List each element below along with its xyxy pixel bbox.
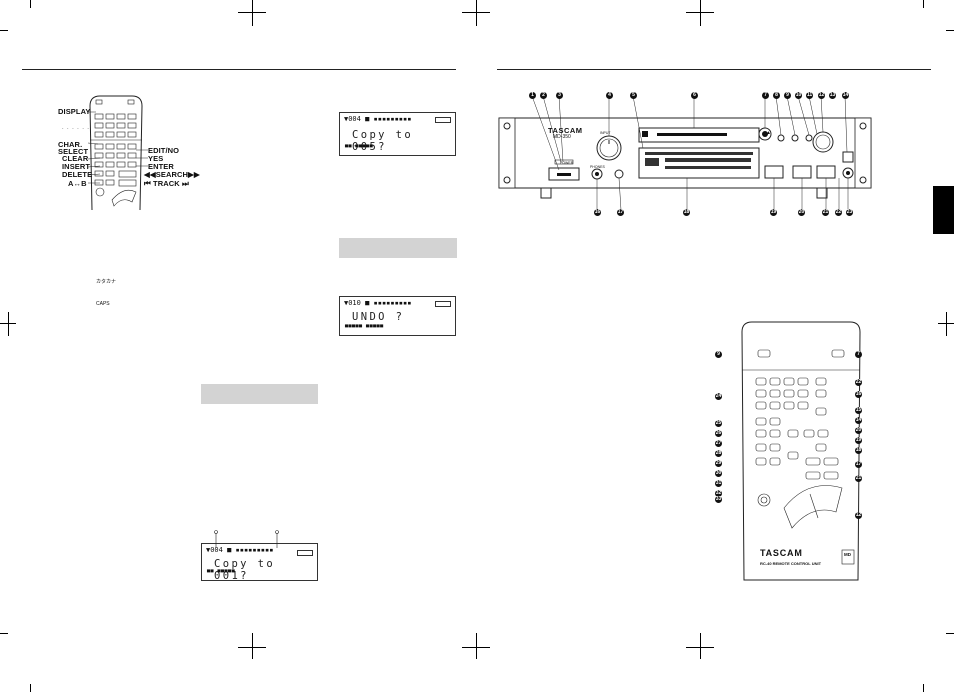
- katakana-mode-label: カタカナ: [96, 279, 117, 285]
- remote-callout-left: 25: [715, 420, 722, 427]
- remote-callout-right: 14: [855, 417, 862, 424]
- panel-brand: TASCAM: [548, 126, 583, 135]
- remote-callout-left: 26: [715, 430, 722, 437]
- label-dotted-row: · · · · · ·: [62, 126, 90, 132]
- panel-power-label: POWER: [560, 161, 574, 165]
- panel-phones-label: PHONES: [590, 165, 605, 169]
- lcd-pointer-lines: [214, 530, 279, 548]
- callout-18: 18: [683, 209, 690, 216]
- callout-19: 19: [770, 209, 777, 216]
- remote-callout-left: 29: [715, 460, 722, 467]
- label-enter: ENTER: [148, 162, 174, 171]
- label-insert: INSERT: [62, 162, 91, 171]
- callout-4: 4: [606, 92, 613, 99]
- right-page-header-rule: [497, 69, 931, 70]
- label-char-select: CHAR. SELECT: [58, 140, 89, 156]
- remote-callout-right: 20: [855, 427, 862, 434]
- remote-md-logo: MD: [844, 552, 851, 557]
- lcd-copy-text: Copy to 005?: [352, 129, 414, 153]
- remote-callout-right: 19: [855, 437, 862, 444]
- callout-16: 16: [594, 209, 601, 216]
- callout-12: 12: [818, 92, 825, 99]
- remote-callout-left: 27: [715, 440, 722, 447]
- section-heading-band: [201, 384, 318, 404]
- remote-callout-right: 15: [855, 407, 862, 414]
- remote-callout-left: 24: [715, 393, 722, 400]
- callout-7: 7: [762, 92, 769, 99]
- remote-callout-left: 9: [715, 351, 722, 358]
- callout-6: 6: [691, 92, 698, 99]
- lcd-badge: [435, 117, 451, 123]
- remote-callout-right: 21: [855, 475, 862, 482]
- remote-callout-right: 18: [855, 447, 862, 454]
- remote-model: RC-40 REMOTE CONTROL UNIT: [760, 561, 822, 566]
- callout-1: 1: [529, 92, 536, 99]
- remote-brand: TASCAM: [760, 548, 803, 558]
- section-thumb-tab: [933, 186, 954, 234]
- lcd-undo: ▼​010 ■ ▪▪▪▪▪▪▪▪▪ UNDO ? ▀▀▀▀▀ ▀▀▀▀▀: [339, 296, 456, 336]
- callout-11: 11: [806, 92, 813, 99]
- callout-9: 9: [784, 92, 791, 99]
- lcd-copy-to-top: ▼​004 ■ ▪▪▪▪▪▪▪▪▪ Copy to 005? ▀▀ ▀▀▀▀▀: [339, 112, 456, 156]
- callout-3: 3: [556, 92, 563, 99]
- label-display: DISPLAY: [58, 107, 91, 116]
- lcd-copy-to-bottom: ▼​004 ■ ▪▪▪▪▪▪▪▪▪ Copy to 001? ▀▀ ▀▀▀▀▀: [201, 543, 318, 582]
- left-page-header-rule: [22, 69, 456, 70]
- remote-callout-left: 32: [715, 490, 722, 497]
- label-yes: YES: [148, 154, 164, 163]
- remote-partial-illustration: [89, 95, 143, 210]
- lcd-badge: [435, 301, 451, 307]
- remote-callout-left: 28: [715, 450, 722, 457]
- label-a-b: A↔B: [68, 179, 87, 188]
- callout-21: 21: [822, 209, 829, 216]
- callout-20: 20: [798, 209, 805, 216]
- remote-control-illustration: [741, 321, 861, 581]
- remote-callout-right: 16: [855, 391, 862, 398]
- remote-callout-right: 12: [855, 512, 862, 519]
- panel-model: MD-350: [553, 134, 571, 140]
- remote-callout-right: 22: [855, 379, 862, 386]
- label-edit-no: EDIT/NO: [148, 146, 180, 155]
- front-panel-illustration: [498, 95, 872, 211]
- callout-13: 13: [829, 92, 836, 99]
- remote-callout-left: 30: [715, 470, 722, 477]
- remote-leader-lines: [87, 111, 148, 184]
- callout-2: 2: [540, 92, 547, 99]
- label-search: ◀◀SEARCH▶▶: [144, 170, 200, 179]
- label-track: ⏮ TRACK ⏭: [144, 179, 189, 188]
- callout-8: 8: [773, 92, 780, 99]
- label-clear: CLEAR: [62, 154, 89, 163]
- panel-eject-label: ▲: [766, 130, 771, 136]
- callout-17: 17: [617, 209, 624, 216]
- callout-5: 5: [630, 92, 637, 99]
- caps-mode-label: CAPS: [96, 301, 110, 307]
- lcd-badge: [297, 550, 313, 556]
- panel-input-label: INPUT: [600, 131, 611, 135]
- lcd-track-number: 004: [348, 115, 361, 123]
- lcd-track-number: 010: [348, 299, 361, 307]
- remote-callout-left: 33: [715, 496, 722, 503]
- lcd-undo-text: UNDO ?: [352, 311, 405, 323]
- label-delete: DELETE: [62, 170, 93, 179]
- lcd-track-number: 004: [210, 546, 223, 554]
- callout-22: 22: [835, 209, 842, 216]
- callout-10: 10: [795, 92, 802, 99]
- lcd-copy-text: Copy to 001?: [214, 558, 276, 582]
- callout-14: 14: [842, 92, 849, 99]
- remote-callout-right: 17: [855, 461, 862, 468]
- remote-callout-left: 31: [715, 480, 722, 487]
- section-heading-band-2: [339, 238, 457, 258]
- callout-23: 23: [846, 209, 853, 216]
- remote-callout-right: 7: [855, 351, 862, 358]
